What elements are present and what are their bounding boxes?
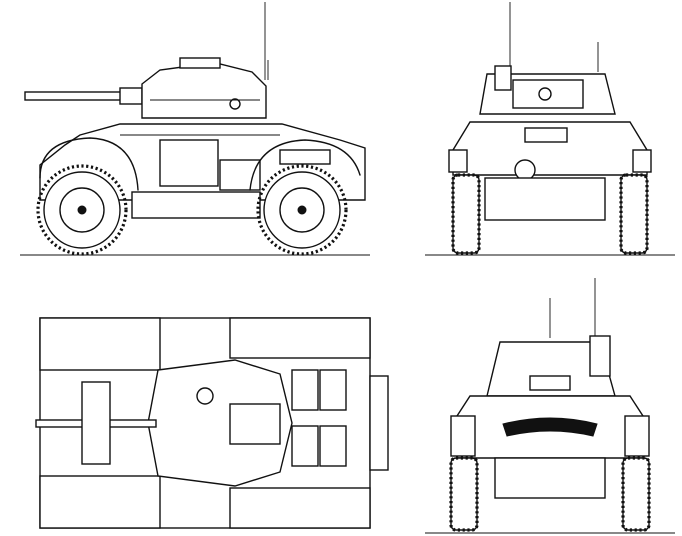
turret bbox=[141, 63, 267, 119]
front-wheel bbox=[36, 164, 128, 256]
front-wheel-left bbox=[452, 174, 480, 254]
top-view bbox=[30, 310, 390, 536]
side-view bbox=[20, 0, 380, 262]
rear-panel bbox=[502, 417, 598, 437]
rear-view bbox=[425, 276, 675, 536]
side-hatch bbox=[159, 139, 219, 187]
rear-wheel-left bbox=[450, 457, 478, 531]
front-wheel-right bbox=[620, 174, 648, 254]
gun-barrel bbox=[24, 91, 126, 101]
rear-wheel bbox=[256, 164, 348, 256]
rear-wheel-right bbox=[622, 457, 650, 531]
top-turret bbox=[147, 359, 293, 487]
front-view bbox=[425, 0, 675, 262]
